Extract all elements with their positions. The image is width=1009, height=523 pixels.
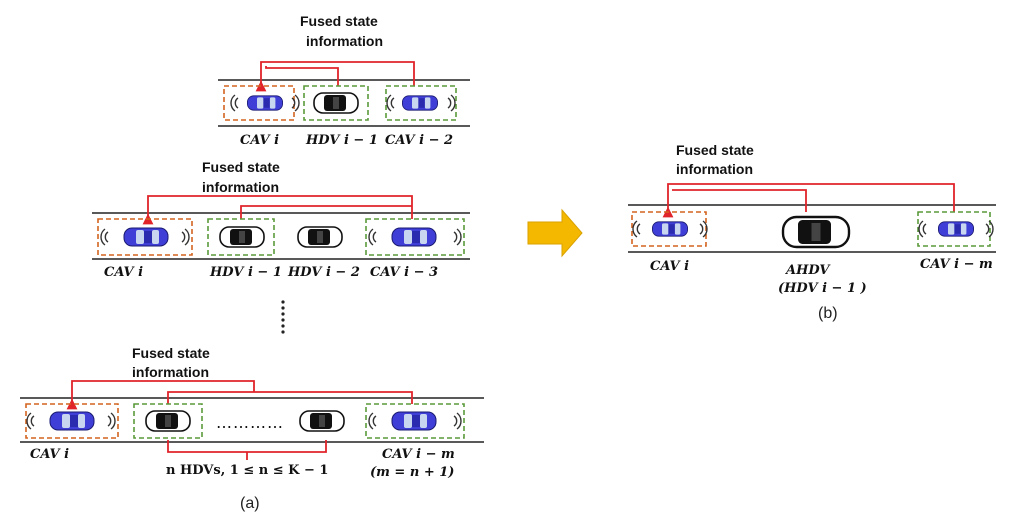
row1-cav-i-box bbox=[223, 85, 295, 121]
row2-link-inner bbox=[240, 205, 412, 219]
row2-fused-label-line2: information bbox=[202, 179, 279, 195]
row1-signal-icon bbox=[230, 94, 239, 112]
right-cav-i-car-icon bbox=[652, 221, 688, 237]
row1-cav-i2-car-icon bbox=[401, 95, 439, 111]
row2-cav-i3-box bbox=[365, 218, 465, 256]
row1-cav-i-car-icon bbox=[247, 95, 284, 111]
row3-cav-i-car-icon bbox=[49, 411, 95, 431]
row2-cav-i-car-icon bbox=[123, 227, 169, 247]
row1-cav-i2-box bbox=[385, 85, 457, 121]
right-fused-label-line1: Fused state bbox=[676, 142, 754, 158]
right-label-ahdv-note: (HDV i − 1 ) bbox=[778, 281, 867, 296]
row1-link-inner bbox=[265, 66, 339, 86]
right-cav-i-box bbox=[631, 211, 707, 247]
row1-signal-icon bbox=[386, 94, 395, 112]
right-scenario: Fused state information CAV i AHDV (HDV … bbox=[628, 142, 996, 322]
row1-signal-icon bbox=[447, 94, 456, 112]
row3-hdv-first-car-icon bbox=[145, 410, 191, 432]
row1-fused-label-line2: information bbox=[306, 33, 383, 49]
row2-fused-label-line1: Fused state bbox=[202, 159, 280, 175]
row2-hdv-box bbox=[207, 218, 275, 256]
transform-arrow-icon bbox=[527, 208, 583, 258]
row2-label-hdv-i2: HDV i − 2 bbox=[287, 265, 360, 280]
row3-signal-icon bbox=[368, 412, 377, 430]
row3-fused-label-line1: Fused state bbox=[132, 345, 210, 361]
row2-hdv-i1-car-icon bbox=[219, 226, 265, 248]
row1-label-hdv-i1: HDV i − 1 bbox=[305, 133, 378, 148]
row2-signal-icon bbox=[368, 228, 377, 246]
right-label-cav-i: CAV i bbox=[650, 259, 689, 274]
row2-signal-icon bbox=[100, 228, 109, 246]
right-cav-im-box bbox=[917, 211, 991, 247]
row3-dots: ………… bbox=[216, 413, 284, 432]
right-cav-im-car-icon bbox=[938, 221, 974, 237]
panel-label-a: (a) bbox=[240, 495, 260, 512]
row3-signal-icon bbox=[453, 412, 462, 430]
row3-hdv-box-first bbox=[133, 403, 203, 439]
panel-label-b: (b) bbox=[818, 305, 838, 322]
row3-scenario: Fused state information ………… CAV i n HDV… bbox=[20, 345, 484, 512]
right-fused-label-line2: information bbox=[676, 161, 753, 177]
right-label-ahdv: AHDV bbox=[784, 263, 831, 278]
row1-hdv-car-icon bbox=[313, 92, 359, 114]
row3-signal-icon bbox=[26, 412, 35, 430]
row3-link-inner bbox=[167, 391, 413, 404]
row2-signal-icon bbox=[453, 228, 462, 246]
row1-label-cav-i2: CAV i − 2 bbox=[385, 133, 453, 148]
row1-label-cav-i: CAV i bbox=[240, 133, 279, 148]
row3-link-outer bbox=[66, 380, 255, 410]
row3-hdv-last-car-icon bbox=[299, 410, 345, 432]
row2-scenario: Fused state information CAV i HDV i − 1 … bbox=[92, 159, 470, 280]
right-label-cav-im: CAV i − m bbox=[920, 257, 993, 272]
row3-cav-i-box bbox=[25, 403, 119, 439]
right-link-inner bbox=[672, 189, 807, 212]
row1-scenario: Fused state information CAV i HDV i − 1 … bbox=[218, 13, 470, 148]
row3-label-cav-i: CAV i bbox=[30, 447, 69, 462]
row2-link-outer bbox=[142, 195, 413, 225]
right-link-outer bbox=[662, 183, 955, 218]
row3-label-m-note: (m = n + 1) bbox=[370, 465, 454, 480]
right-signal-icon bbox=[918, 220, 927, 238]
row3-cav-im-car-icon bbox=[391, 411, 437, 431]
row2-signal-icon bbox=[181, 228, 190, 246]
row3-brace-label: n HDVs, 1 ≤ n ≤ K − 1 bbox=[166, 463, 328, 478]
row3-signal-icon bbox=[107, 412, 116, 430]
right-signal-icon bbox=[632, 220, 641, 238]
row2-label-hdv-i1: HDV i − 1 bbox=[209, 265, 282, 280]
row1-hdv-box bbox=[303, 85, 369, 121]
row2-cav-i-box bbox=[97, 218, 193, 256]
row2-hdv-i2-car-icon bbox=[297, 226, 343, 248]
row3-cav-im-box bbox=[365, 403, 465, 439]
vertical-ellipsis bbox=[281, 300, 285, 334]
row3-label-cav-im: CAV i − m bbox=[382, 447, 455, 462]
row2-cav-i3-car-icon bbox=[391, 227, 437, 247]
row3-fused-label-line2: information bbox=[132, 364, 209, 380]
row1-signal-icon bbox=[291, 94, 300, 112]
row2-label-cav-i: CAV i bbox=[104, 265, 143, 280]
right-ahdv-car-icon bbox=[781, 215, 851, 249]
row1-link-outer bbox=[255, 61, 415, 92]
row2-label-cav-i3: CAV i − 3 bbox=[370, 265, 438, 280]
row1-fused-label-line1: Fused state bbox=[300, 13, 378, 29]
